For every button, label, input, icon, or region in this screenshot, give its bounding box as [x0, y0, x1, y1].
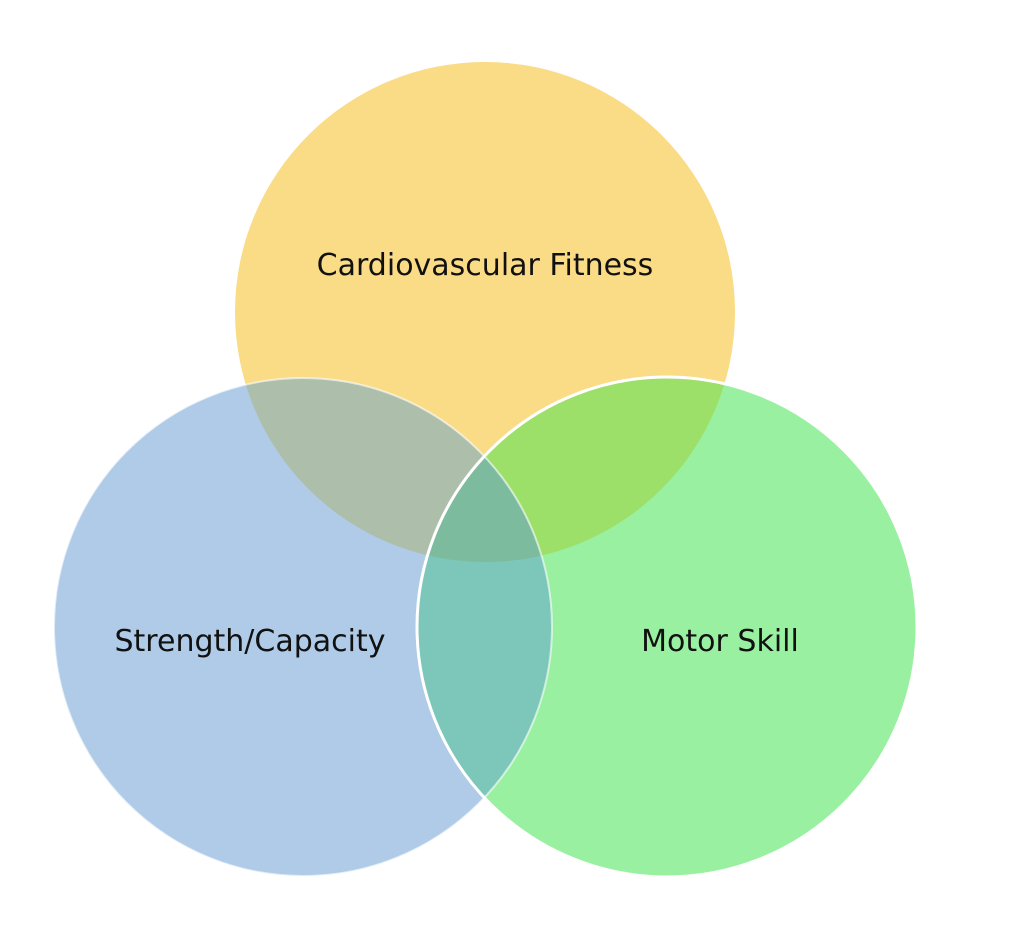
overlap-cardio-strength: [235, 378, 552, 562]
circle-outline-strength: [53, 377, 553, 877]
overlap-cardio-motor: [417, 377, 735, 562]
label-motor-skill: Motor Skill: [641, 624, 799, 659]
label-strength-capacity: Strength/Capacity: [115, 624, 386, 659]
circle-outline-motor: [415, 375, 919, 879]
label-cardiovascular-fitness: Cardiovascular Fitness: [317, 248, 654, 283]
